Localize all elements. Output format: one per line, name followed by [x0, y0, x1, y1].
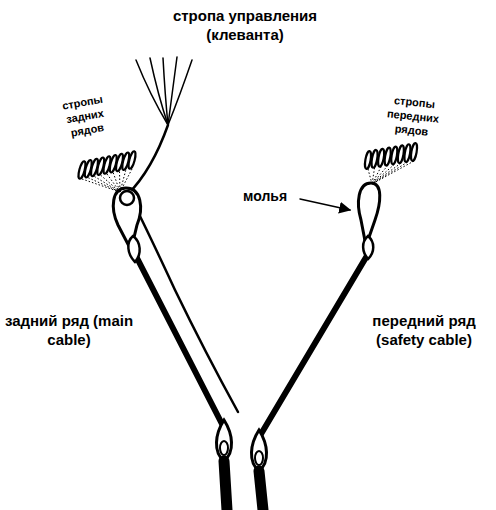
leader-arrow: [300, 199, 350, 210]
line-dots: [120, 170, 126, 192]
part-label: передний ряд (safety cable): [356, 312, 492, 350]
part-label: стропы передних рядов: [378, 93, 448, 141]
thimble: [216, 420, 231, 461]
line-dots: [372, 162, 407, 184]
line-dots: [120, 169, 132, 192]
part-label: стропа управления (клеванта): [150, 7, 340, 45]
line-dots: [113, 173, 120, 192]
line-dots: [372, 164, 394, 184]
part-label: молья: [243, 188, 303, 206]
thimble: [363, 236, 373, 259]
line-dots: [368, 169, 372, 184]
control-line-fan: [136, 57, 192, 125]
line-dots: [372, 166, 388, 184]
thimble: [251, 430, 266, 471]
line-dots: [107, 174, 120, 192]
maillon-gate: [120, 191, 134, 205]
riser-strap: [137, 258, 222, 424]
riser-strap: [259, 471, 263, 510]
thimble-eye: [255, 451, 263, 465]
line-dots: [372, 161, 414, 184]
riser-strap: [224, 461, 227, 510]
thimble: [128, 236, 139, 262]
part-label: задний ряд (main cable): [4, 312, 134, 350]
front-line-loops: [364, 143, 418, 184]
rear-line-loops: [77, 151, 137, 192]
line-loop: [410, 143, 418, 162]
line-dots: [95, 177, 121, 193]
line-dots: [119, 172, 121, 193]
line-loop: [127, 151, 137, 170]
part-label: стропы задних рядов: [53, 91, 117, 142]
line-dots: [372, 168, 375, 184]
control-line: [128, 125, 168, 194]
thimble-eye: [220, 441, 228, 455]
control-line: [133, 202, 238, 412]
riser-strap: [261, 254, 368, 434]
